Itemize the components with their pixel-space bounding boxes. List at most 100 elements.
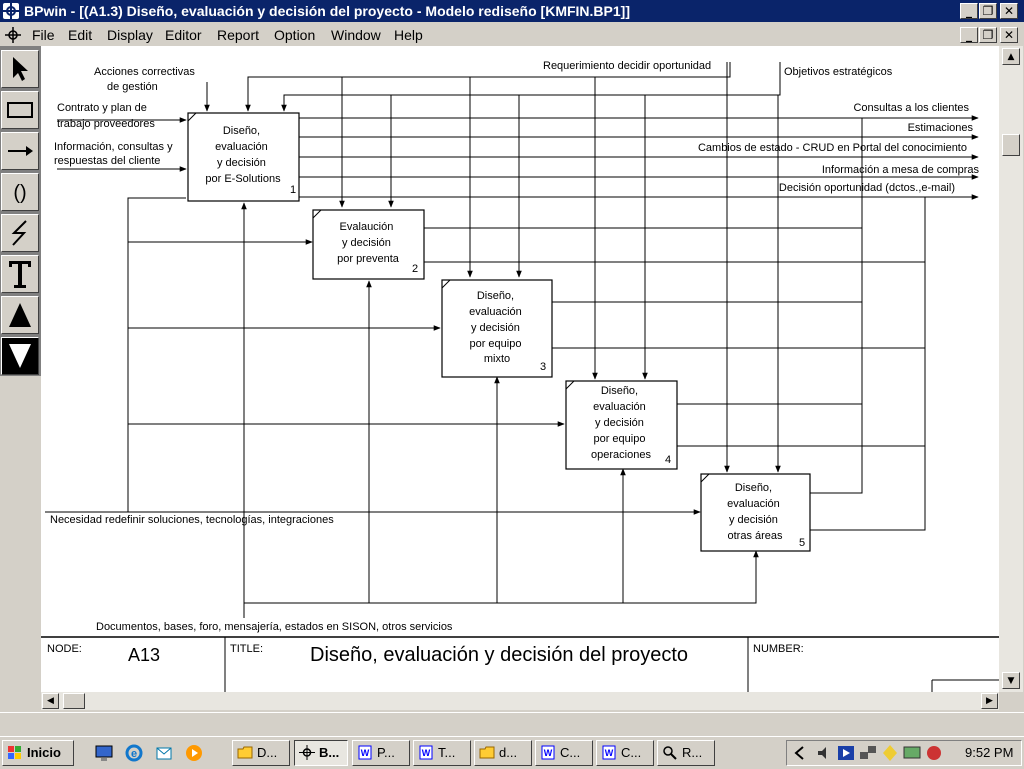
folder-icon: [237, 746, 253, 759]
box-3-line-1: Diseño,: [477, 290, 514, 302]
box-3-line-3: y decisión: [471, 322, 520, 334]
internet-explorer-icon[interactable]: e: [124, 743, 144, 763]
box-3-number: 3: [540, 361, 546, 373]
network-icon[interactable]: [859, 744, 877, 762]
svg-text:e: e: [131, 748, 137, 760]
taskbar-button-7[interactable]: W C...: [596, 740, 654, 766]
mechanism-arrow-5[interactable]: [244, 550, 759, 604]
back-chevron-icon[interactable]: [791, 744, 809, 762]
box-4-line-3: y decisión: [595, 417, 644, 429]
security-icon[interactable]: [881, 744, 899, 762]
output-merge-5b: [810, 197, 926, 531]
taskbar-button-bpwin[interactable]: B...: [294, 740, 348, 766]
svg-text:Diseño, evaluación: Diseño, evaluación y decisión por equipo…: [591, 385, 651, 461]
scroll-down-button[interactable]: ▼: [1002, 672, 1020, 689]
box-icon: [7, 102, 33, 118]
word-document-icon: W: [358, 745, 372, 760]
menu-report[interactable]: Report: [217, 27, 260, 43]
doc-restore-button[interactable]: ❐: [979, 27, 997, 43]
arrow-tool[interactable]: [1, 132, 39, 170]
label-documentos: Documentos, bases, foro, mensajería, est…: [96, 621, 453, 633]
menu-bar: File Edit Display Editor Report Option W…: [0, 24, 1024, 46]
clock: 9:52 PM: [965, 745, 1014, 760]
menu-option[interactable]: Option: [274, 27, 316, 43]
restore-button[interactable]: ❐: [979, 3, 997, 19]
desktop-icon[interactable]: [94, 743, 114, 763]
close-button[interactable]: ✕: [1000, 3, 1018, 19]
box-5-number: 5: [799, 537, 805, 549]
outlook-icon[interactable]: [154, 743, 174, 763]
box-3-line-5: mixto: [484, 353, 510, 365]
label-cambios: Cambios de estado - CRUD en Portal del c…: [698, 142, 967, 154]
svg-text:W: W: [361, 748, 370, 758]
scroll-left-button[interactable]: ◀: [42, 693, 59, 709]
squiggle-tool[interactable]: [1, 214, 39, 252]
menu-file[interactable]: File: [32, 27, 55, 43]
input-arrow-necesidad-trunk[interactable]: [45, 197, 186, 513]
activity-box-2[interactable]: Evalaución y decisión por preventa 2: [312, 209, 425, 280]
menu-help[interactable]: Help: [394, 27, 423, 43]
box-4-line-2: evaluación: [593, 401, 646, 413]
taskbar-button-8-label: R...: [682, 745, 703, 760]
diagram-footer: NODE: A13 TITLE: Diseño, evaluación y de…: [41, 636, 999, 692]
menu-edit[interactable]: Edit: [68, 27, 93, 43]
pointer-tool[interactable]: [1, 50, 39, 88]
taskbar-button-3[interactable]: W P...: [352, 740, 410, 766]
box-1-line-3: y decisión: [217, 157, 266, 169]
start-label: Inicio: [27, 745, 61, 760]
media-icon[interactable]: [837, 744, 855, 762]
vertical-scrollbar[interactable]: ▲ ▼: [999, 46, 1023, 692]
footer-title-value: Diseño, evaluación y decisión del proyec…: [310, 644, 688, 666]
document-icon[interactable]: [4, 26, 22, 44]
display-settings-icon[interactable]: [903, 744, 921, 762]
activity-box-1[interactable]: Diseño, evaluación y decisión por E-Solu…: [187, 112, 300, 202]
horizontal-scroll-thumb[interactable]: [63, 693, 85, 709]
word-document-icon: W: [541, 745, 555, 760]
minimize-button[interactable]: _: [960, 3, 978, 19]
scroll-right-button[interactable]: ▶: [981, 693, 998, 709]
menu-window[interactable]: Window: [331, 27, 381, 43]
activity-box-5[interactable]: Diseño, evaluación y decisión otras área…: [700, 473, 811, 552]
go-down-tool[interactable]: [1, 337, 39, 375]
window-title: BPwin - [(A1.3) Diseño, evaluación y dec…: [24, 3, 630, 19]
doc-minimize-button[interactable]: _: [960, 27, 978, 43]
taskbar-button-6[interactable]: W C...: [535, 740, 593, 766]
volume-icon[interactable]: [815, 744, 833, 762]
horizontal-scrollbar[interactable]: ◀ ▶: [41, 692, 999, 710]
parentheses-icon: (): [13, 182, 26, 204]
vertical-scroll-thumb[interactable]: [1002, 134, 1020, 156]
taskbar-button-1[interactable]: D...: [232, 740, 290, 766]
toolbox: (): [0, 46, 41, 376]
text-icon: [9, 261, 31, 288]
footer-number-label: NUMBER:: [753, 643, 804, 655]
taskbar-button-3-label: P...: [377, 745, 395, 760]
svg-text:W: W: [605, 748, 614, 758]
start-button[interactable]: Inicio: [2, 740, 74, 766]
taskbar-button-5[interactable]: d...: [474, 740, 532, 766]
footer-node-label: NODE:: [47, 643, 82, 655]
scroll-up-button[interactable]: ▲: [1002, 48, 1020, 65]
taskbar-button-4[interactable]: W T...: [413, 740, 471, 766]
word-document-icon: W: [419, 745, 433, 760]
text-tool[interactable]: [1, 255, 39, 293]
control-arrow-requerimiento-1[interactable]: [245, 62, 731, 112]
antivirus-icon[interactable]: [925, 744, 943, 762]
box-5-line-2: evaluación: [727, 498, 780, 510]
menu-display[interactable]: Display: [107, 27, 153, 43]
box-tool[interactable]: [1, 91, 39, 129]
activity-box-3[interactable]: Diseño, evaluación y decisión por equipo…: [441, 279, 553, 378]
taskbar-button-8[interactable]: R...: [657, 740, 715, 766]
go-up-tool[interactable]: [1, 296, 39, 334]
bpwin-app-icon[interactable]: [3, 3, 19, 19]
activity-box-4[interactable]: Diseño, evaluación y decisión por equipo…: [565, 380, 678, 470]
doc-close-button[interactable]: ✕: [1000, 27, 1018, 43]
parentheses-tool[interactable]: (): [1, 173, 39, 211]
menu-editor[interactable]: Editor: [165, 27, 202, 43]
bpwin-icon: [299, 745, 315, 760]
media-player-icon[interactable]: [184, 743, 204, 763]
diagram-canvas[interactable]: Diseño, evaluación y decisión por E-Solu…: [41, 46, 999, 692]
control-arrow-objetivos-1[interactable]: [281, 62, 781, 112]
taskbar-button-bpwin-label: B...: [319, 745, 340, 760]
taskbar-button-6-label: C...: [560, 745, 581, 760]
box-2-line-2: y decisión: [342, 237, 391, 249]
